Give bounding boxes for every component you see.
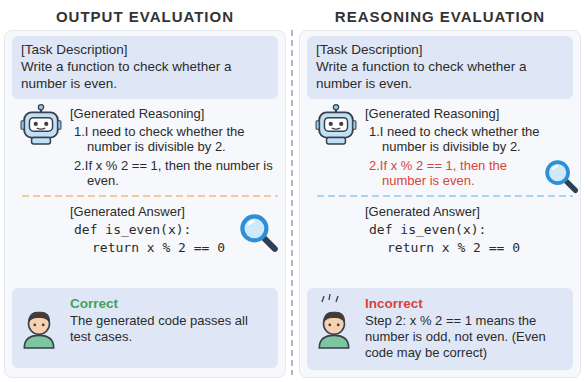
panel-title: REASONING EVALUATION — [299, 6, 581, 28]
reasoning-text: 2.If x % 2 == 1, then the number is even… — [369, 158, 554, 188]
reasoning-text: [Generated Answer] — [365, 204, 570, 219]
evaluation-panel: REASONING EVALUATION [Task Description]Wr… — [299, 6, 581, 378]
reasoning-text: [Generated Answer] — [70, 204, 275, 219]
stress-marks — [322, 294, 338, 302]
task-box: [Task Description]Write a function to ch… — [307, 36, 573, 99]
verdict-heading: Incorrect — [365, 296, 565, 312]
code-line: def is_even(x): — [369, 222, 529, 237]
evaluation-panel: OUTPUT EVALUATION [Task Description]Write… — [4, 6, 286, 378]
verdict-box: CorrectThe generated code passes all tes… — [12, 288, 278, 368]
reviewer-icon — [319, 312, 348, 348]
separator-line — [317, 195, 573, 197]
reasoning-text: 1.I need to check whether the number is … — [369, 124, 585, 154]
code-line: return x % 2 == 0 — [387, 240, 532, 255]
verdict-text: Step 2: x % 2 == 1 means the number is o… — [365, 313, 565, 361]
magnifier-icon — [242, 216, 274, 248]
reasoning-text: [Generated Reasoning] — [365, 106, 570, 121]
verdict-heading: Correct — [70, 296, 270, 312]
separator-line — [22, 195, 278, 197]
magnifier-icon — [547, 162, 575, 190]
reviewer-icon — [24, 312, 53, 348]
panel-title: OUTPUT EVALUATION — [4, 6, 286, 28]
code-line: return x % 2 == 0 — [92, 240, 237, 255]
task-text: Write a function to check whether a numb… — [316, 58, 564, 92]
task-heading: [Task Description] — [21, 41, 269, 58]
task-heading: [Task Description] — [316, 41, 564, 58]
reasoning-text: 1.I need to check whether the number is … — [74, 124, 292, 154]
reasoning-text: 2.If x % 2 == 1, then the number is even… — [74, 158, 292, 188]
reasoning-text: [Generated Reasoning] — [70, 106, 275, 121]
code-line: def is_even(x): — [74, 222, 234, 237]
verdict-text: The generated code passes all test cases… — [70, 313, 270, 345]
robot-icon — [316, 105, 356, 144]
robot-icon — [21, 105, 61, 144]
task-text: Write a function to check whether a numb… — [21, 58, 269, 92]
task-box: [Task Description]Write a function to ch… — [12, 36, 278, 99]
verdict-box: IncorrectStep 2: x % 2 == 1 means the nu… — [307, 288, 573, 370]
